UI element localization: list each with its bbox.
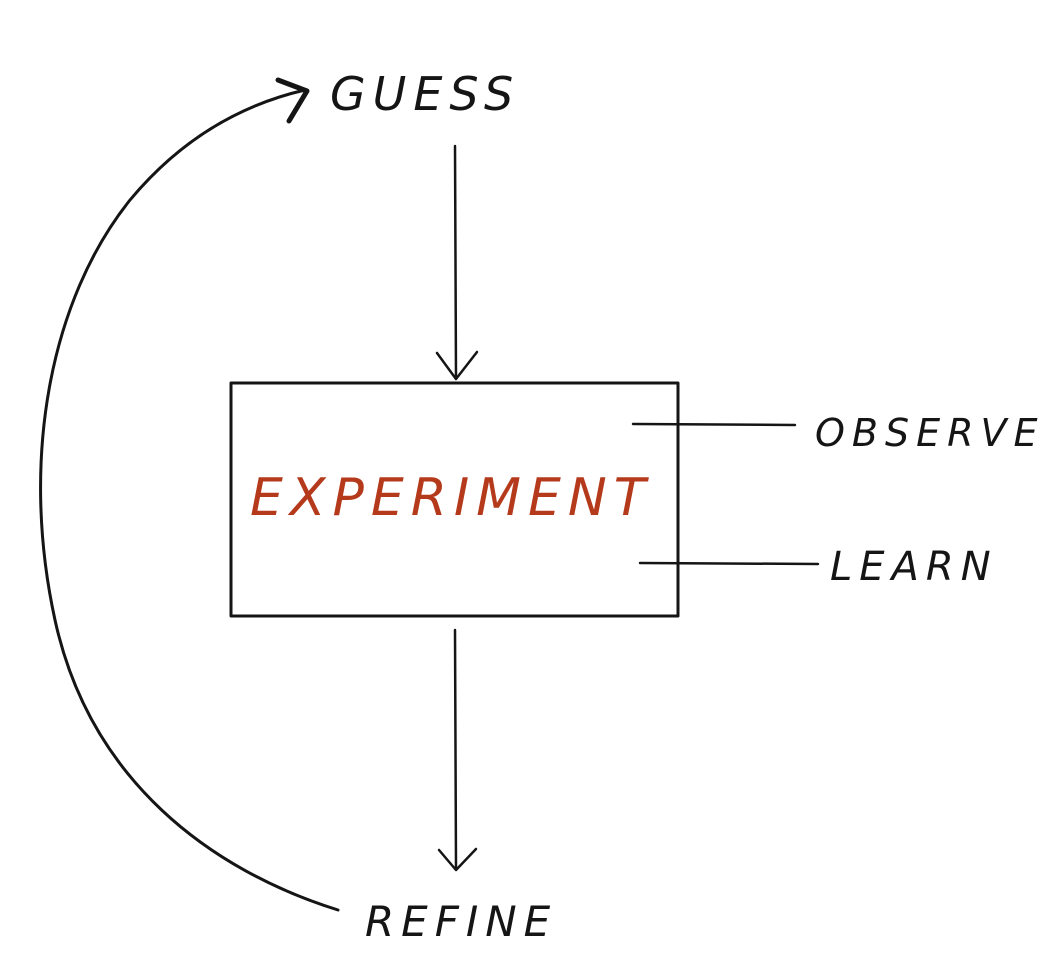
learn-label: LEARN	[830, 544, 998, 590]
edge-experiment-to-observe	[631, 422, 797, 427]
experiment-box	[229, 381, 680, 618]
refine-label: REFINE	[365, 897, 557, 946]
feedback-curve	[39, 88, 340, 912]
edge-refine-to-guess	[39, 77, 340, 912]
guess-label: GUESS	[330, 67, 520, 121]
edge-experiment-to-refine	[437, 628, 478, 872]
observe-label: OBSERVE	[815, 411, 1045, 455]
experiment-label: EXPERIMENT	[250, 468, 653, 528]
edge-guess-to-experiment	[435, 144, 479, 381]
edge-experiment-to-learn	[638, 561, 820, 566]
feedback-arrowhead-icon	[275, 77, 310, 124]
